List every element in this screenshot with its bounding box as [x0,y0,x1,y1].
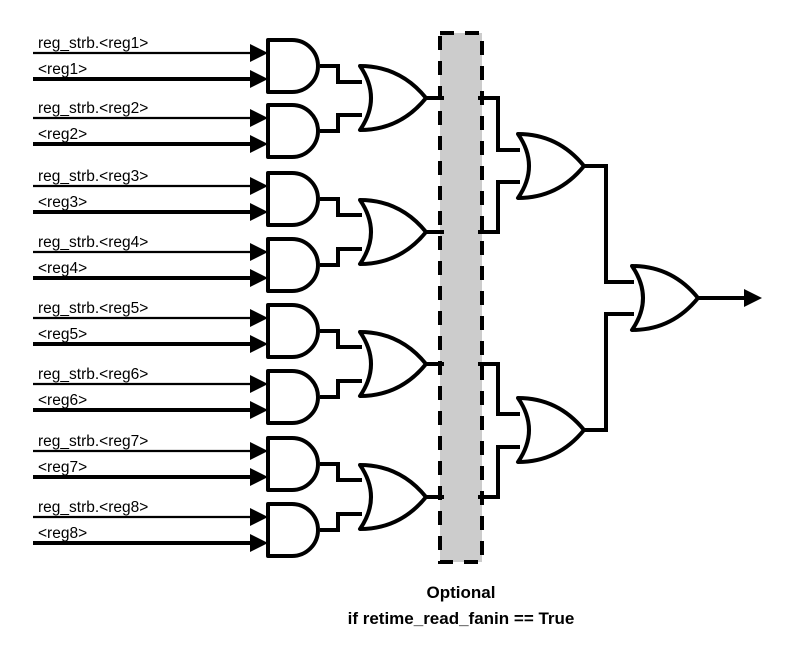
wire-and7-to-or4 [320,462,362,482]
and-gate-3 [266,171,320,227]
arrow-strobe-reg3 [250,177,268,195]
label-data-reg6: <reg6> [38,392,87,409]
wire-box-to-or-stage2-top-in2 [478,180,520,234]
label-strobe-reg5: reg_strb.<reg5> [38,300,148,317]
label-strobe-reg3: reg_strb.<reg3> [38,168,148,185]
label-data-reg1: <reg1> [38,61,87,78]
arrow-data-reg4 [250,269,268,287]
and-gate-1 [266,38,320,94]
label-strobe-reg8: reg_strb.<reg8> [38,499,148,516]
wire-and4-to-or2 [320,247,362,267]
label-data-reg3: <reg3> [38,194,87,211]
arrow-data-reg8 [250,534,268,552]
arrow-data-reg7 [250,468,268,486]
arrow-output [744,289,762,307]
arrow-data-reg3 [250,203,268,221]
wire-and6-to-or3 [320,379,362,399]
wire-and5-to-or3 [320,329,362,349]
or-gate-stage2-2 [516,396,586,464]
arrow-strobe-reg6 [250,375,268,393]
or-gate-stage2-1 [516,132,586,200]
wire-box-to-or-stage2-top-in1 [478,96,520,152]
wire-and3-to-or2 [320,197,362,217]
and-gate-2 [266,103,320,159]
arrow-strobe-reg2 [250,109,268,127]
label-data-reg5: <reg5> [38,326,87,343]
and-gate-5 [266,303,320,359]
arrow-strobe-reg8 [250,508,268,526]
arrow-strobe-reg4 [250,243,268,261]
label-data-reg4: <reg4> [38,260,87,277]
and-gate-4 [266,237,320,293]
label-data-reg2: <reg2> [38,126,87,143]
optional-caption-line2: if retime_read_fanin == True [348,609,575,628]
or-gate-stage1-1 [358,64,428,132]
label-strobe-reg1: reg_strb.<reg1> [38,35,148,52]
wire-box-to-or-stage2-bottom-in2 [478,445,520,499]
wire-or-stage2-bottom-to-final [584,312,634,432]
or-gate-stage1-2 [358,198,428,266]
wire-and2-to-or1 [320,113,362,133]
and-gate-6 [266,369,320,425]
label-strobe-reg4: reg_strb.<reg4> [38,234,148,251]
or-gate-stage1-3 [358,330,428,398]
wire-and8-to-or4 [320,512,362,532]
and-gate-8 [266,502,320,558]
wire-and1-to-or1 [320,64,362,84]
label-strobe-reg2: reg_strb.<reg2> [38,100,148,117]
arrow-strobe-reg7 [250,442,268,460]
or-gate-stage1-4 [358,463,428,531]
arrow-data-reg2 [250,135,268,153]
wire-box-to-or-stage2-bottom-in1 [478,362,520,416]
optional-retime-region [438,31,484,564]
arrow-data-reg1 [250,70,268,88]
label-data-reg7: <reg7> [38,459,87,476]
arrow-data-reg6 [250,401,268,419]
arrow-data-reg5 [250,335,268,353]
optional-caption-line1: Optional [427,583,496,602]
wire-or-stage2-top-to-final [584,164,634,284]
label-data-reg8: <reg8> [38,525,87,542]
and-gate-7 [266,436,320,492]
arrow-strobe-reg5 [250,309,268,327]
arrow-strobe-reg1 [250,44,268,62]
label-strobe-reg6: reg_strb.<reg6> [38,366,148,383]
or-gate-final [630,264,700,332]
label-strobe-reg7: reg_strb.<reg7> [38,433,148,450]
